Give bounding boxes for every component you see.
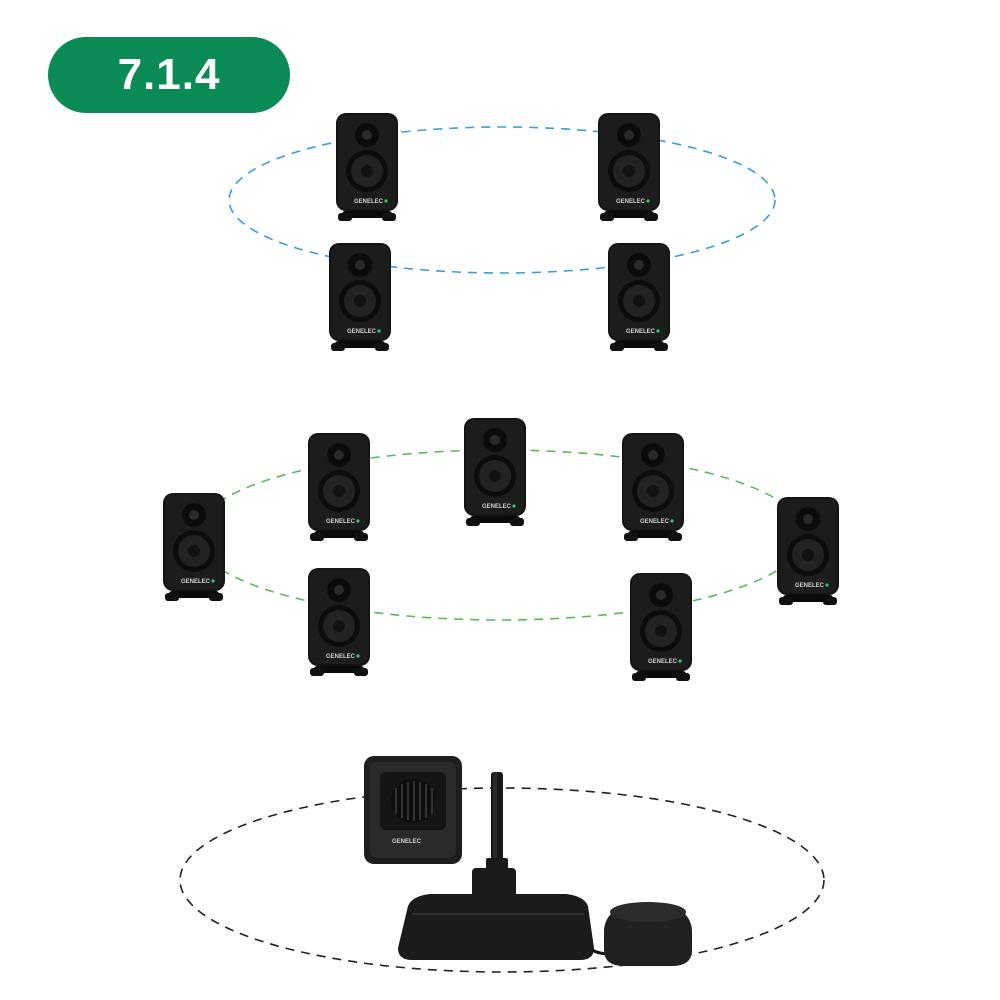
floor-ring: [179, 787, 825, 973]
speaker-top-rear-left: [329, 243, 391, 351]
calibration-kit-icon: [398, 772, 692, 966]
layout-badge-label: 7.1.4: [117, 50, 221, 99]
speaker-center: [464, 418, 526, 526]
speaker-top-rear-right: [608, 243, 670, 351]
speaker-top-front-right: [598, 113, 660, 221]
subwoofer-icon: GENELEC: [364, 756, 462, 864]
speaker-side-left: [163, 493, 225, 601]
overhead-ring: [228, 126, 776, 274]
speaker-top-front-left: [336, 113, 398, 221]
speaker-front-right: [622, 433, 684, 541]
speaker-side-right: [777, 497, 839, 605]
speaker-rear-right: [630, 573, 692, 681]
speaker-front-left: [308, 433, 370, 541]
speaker-rear-left: [308, 568, 370, 676]
svg-text:GENELEC: GENELEC: [392, 839, 422, 845]
layout-badge: 7.1.4: [48, 37, 290, 113]
